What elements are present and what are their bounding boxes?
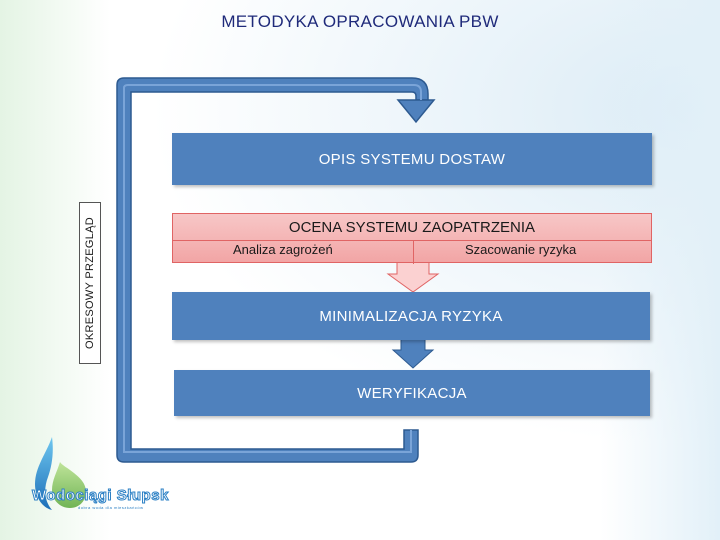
box-opis-systemu-dostaw: OPIS SYSTEMU DOSTAW [172, 133, 652, 185]
side-label-text: OKRESOWY PRZEGLĄD [84, 216, 96, 350]
box-analiza-zagrozen: Analiza zagrożeń [233, 242, 333, 257]
water-drop-logo-icon [35, 437, 86, 510]
box-weryfikacja: WERYFIKACJA [174, 370, 650, 416]
loop-arrow-head [396, 99, 436, 124]
box-minimalizacja-label: MINIMALIZACJA RYZYKA [319, 307, 503, 325]
page-title: METODYKA OPRACOWANIA PBW [221, 12, 499, 31]
box-szacowanie-ryzyka: Szacowanie ryzyka [465, 242, 577, 257]
side-label-okresowy-przeglad: OKRESOWY PRZEGLĄD [79, 202, 101, 364]
arrow-ocena-to-minimalizacja [386, 261, 440, 293]
box-weryfikacja-label: WERYFIKACJA [357, 384, 467, 402]
box-minimalizacja-ryzyka: MINIMALIZACJA RYZYKA [172, 292, 650, 340]
logo-tagline: dobra woda dla mieszkańców [78, 505, 144, 510]
background-right-glow [600, 0, 720, 540]
box-ocena-systemu-zaopatrzenia: OCENA SYSTEMU ZAOPATRZENIA Analiza zagro… [172, 213, 652, 264]
divider-vertical [413, 240, 414, 264]
logo-name: Wodociągi Słupsk [32, 487, 169, 505]
arrow-minimalizacja-to-weryfikacja [391, 337, 435, 369]
box-ocena-label: OCENA SYSTEMU ZAOPATRZENIA [288, 219, 536, 236]
box-opis-label: OPIS SYSTEMU DOSTAW [318, 150, 506, 168]
divider [173, 240, 651, 241]
